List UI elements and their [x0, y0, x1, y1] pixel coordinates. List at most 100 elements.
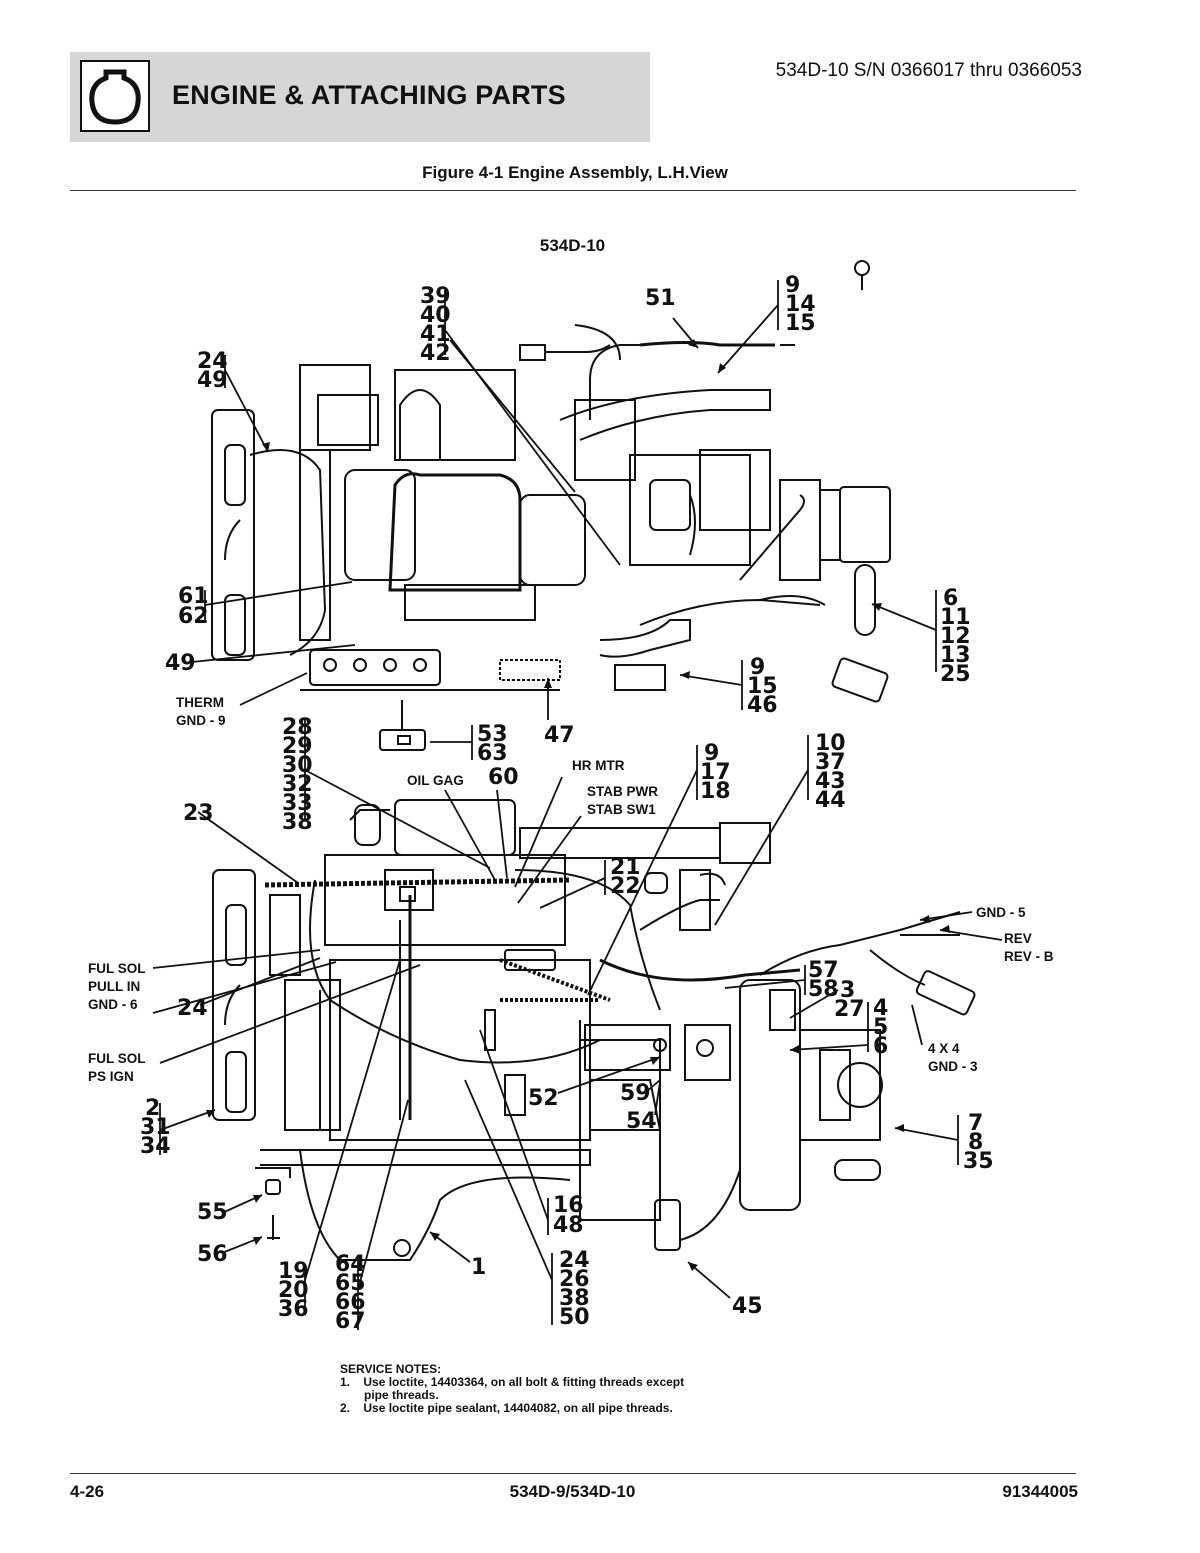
note-2: 2. Use loctite pipe sealant, 14404082, o…: [340, 1402, 684, 1415]
callout-7: 7: [968, 1111, 983, 1136]
callout-16: 16: [553, 1193, 584, 1218]
bottom-rule: [70, 1473, 1076, 1474]
model-label: 534D-10: [539, 236, 606, 255]
callout-22: 22: [610, 874, 641, 899]
callout-27: 27: [834, 997, 865, 1022]
callout-33: 33: [282, 791, 313, 816]
top-engine-drawing: [211, 260, 891, 751]
note-1-continued: pipe threads.: [364, 1388, 439, 1402]
arrowheads: [206, 339, 950, 1271]
service-notes: SERVICE NOTES: 1. Use loctite, 14403364,…: [340, 1363, 684, 1415]
serial-range: 534D-10 S/N 0366017 thru 0366053: [775, 60, 1082, 81]
callout-13: 13: [940, 643, 971, 668]
label-gnd5: GND - 5: [976, 905, 1026, 920]
callout-49b: 49: [165, 651, 196, 676]
leader-lines: [152, 280, 1003, 1330]
callout-62: 62: [178, 604, 209, 629]
callout-25: 25: [940, 662, 971, 687]
callout-45: 45: [732, 1294, 763, 1319]
figure-title: Figure 4-1 Engine Assembly, L.H.View: [422, 163, 728, 182]
note-1-text: Use loctite, 14403364, on all bolt & fit…: [363, 1375, 685, 1389]
callout-60: 60: [488, 765, 519, 790]
callout-42: 42: [420, 341, 451, 366]
callout-9b: 9: [750, 655, 765, 680]
callout-40: 40: [420, 303, 451, 328]
callout-63: 63: [477, 741, 508, 766]
callout-14: 14: [785, 292, 816, 317]
label-rev-b: REV - B: [1004, 949, 1054, 964]
callout-19: 19: [278, 1259, 309, 1284]
callout-50: 50: [559, 1305, 590, 1330]
callout-26: 26: [559, 1267, 590, 1292]
document-number: 91344005: [1002, 1482, 1078, 1501]
footer-model: 534D-9/534D-10: [509, 1482, 636, 1501]
callout-12: 12: [940, 624, 971, 649]
callout-36: 36: [278, 1297, 309, 1322]
label-ps-ign: PS IGN: [88, 1069, 134, 1084]
label-gnd9: GND - 9: [176, 713, 226, 728]
bottom-engine-drawing: [212, 799, 976, 1261]
callout-10: 10: [815, 731, 846, 756]
callout-31: 31: [140, 1115, 171, 1140]
callout-61: 61: [178, 584, 209, 609]
callout-66: 66: [335, 1290, 366, 1315]
callout-15b: 15: [747, 674, 778, 699]
label-therm: THERM: [176, 695, 224, 710]
callout-23: 23: [183, 801, 214, 826]
label-stab-sw1: STAB SW1: [587, 802, 656, 817]
callout-46: 46: [747, 693, 778, 718]
callout-35: 35: [963, 1149, 994, 1174]
callout-15a: 15: [785, 311, 816, 336]
callout-57: 57: [808, 958, 839, 983]
note-2-number: 2.: [340, 1401, 351, 1415]
callout-24c: 24: [559, 1248, 590, 1273]
callout-17: 17: [700, 760, 731, 785]
label-hr-mtr: HR MTR: [572, 758, 625, 773]
callout-8: 8: [968, 1130, 983, 1155]
callout-59: 59: [620, 1081, 651, 1106]
label-ful-sol-2: FUL SOL: [88, 1051, 146, 1066]
callout-58: 58: [808, 977, 839, 1002]
callout-6b: 6: [873, 1034, 888, 1059]
callout-53: 53: [477, 722, 508, 747]
callout-29: 29: [282, 734, 313, 759]
section-title: ENGINE & ATTACHING PARTS: [172, 80, 566, 110]
callout-32: 32: [282, 772, 313, 797]
callout-21: 21: [610, 855, 641, 880]
callout-47: 47: [544, 723, 575, 748]
callout-24b: 24: [177, 996, 208, 1021]
callout-1: 1: [471, 1255, 486, 1280]
notes-heading: SERVICE NOTES:: [340, 1362, 442, 1376]
callout-65: 65: [335, 1271, 366, 1296]
callout-38a: 38: [282, 810, 313, 835]
callout-18: 18: [700, 779, 731, 804]
callout-28: 28: [282, 715, 313, 740]
callout-24a: 24: [197, 349, 228, 374]
callout-44: 44: [815, 788, 846, 813]
label-rev: REV: [1004, 931, 1032, 946]
callout-67: 67: [335, 1309, 366, 1334]
callout-56: 56: [197, 1242, 228, 1267]
callout-51: 51: [645, 286, 676, 311]
label-gnd6: GND - 6: [88, 997, 138, 1012]
label-oil-gag: OIL GAG: [407, 773, 464, 788]
callout-54: 54: [626, 1109, 657, 1134]
callout-numbers: 39 40 41 42 51 9 14 15 24 49 61 62 49 6 …: [140, 273, 994, 1334]
callout-64: 64: [335, 1252, 366, 1277]
callout-4: 4: [873, 996, 888, 1021]
callout-2: 2: [145, 1096, 160, 1121]
note-2-text: Use loctite pipe sealant, 14404082, on a…: [363, 1401, 673, 1415]
callout-48: 48: [553, 1213, 584, 1238]
label-pull-in: PULL IN: [88, 979, 140, 994]
label-stab-pwr: STAB PWR: [587, 784, 658, 799]
callout-34: 34: [140, 1134, 171, 1159]
callout-9c: 9: [704, 741, 719, 766]
callout-5: 5: [873, 1015, 888, 1040]
note-1: 1. Use loctite, 14403364, on all bolt & …: [340, 1376, 684, 1389]
callout-55: 55: [197, 1200, 228, 1225]
callout-43: 43: [815, 769, 846, 794]
callout-6a: 6: [943, 586, 958, 611]
note-1-number: 1.: [340, 1375, 351, 1389]
header-banner: [70, 52, 650, 142]
